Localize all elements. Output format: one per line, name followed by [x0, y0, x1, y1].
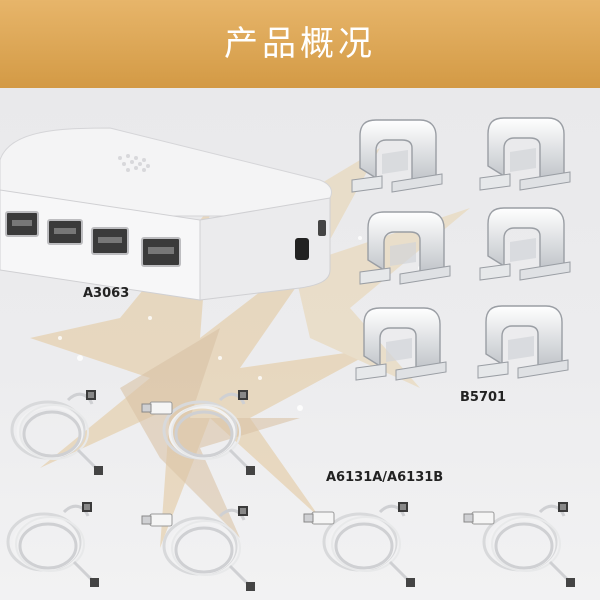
- usb-hub-image: [0, 127, 333, 301]
- cable-model-label: A6131A/A6131B: [326, 470, 444, 485]
- phone-holders-image: [351, 117, 571, 381]
- security-cables-image: [6, 388, 577, 593]
- hub-model-label: A3063: [83, 286, 130, 301]
- header-banner: 产品概况: [0, 0, 600, 88]
- holder-model-label: B5701: [460, 390, 507, 405]
- page-title: 产品概况: [224, 24, 376, 64]
